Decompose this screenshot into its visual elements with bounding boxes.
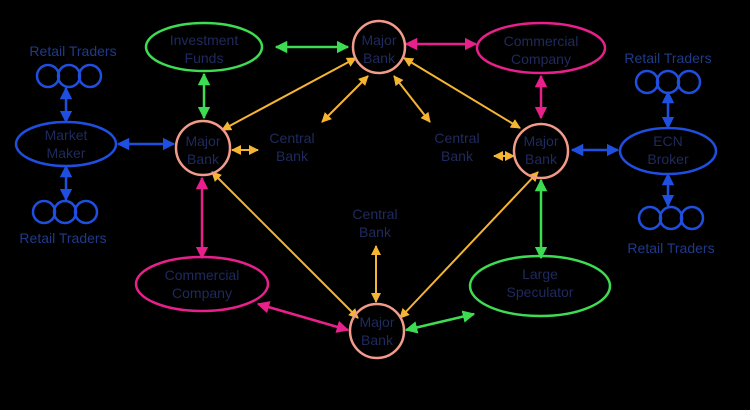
- retail-traders-bottom-left: Retail Traders: [19, 199, 107, 246]
- arrow-bank-left-to-bank-top: [221, 57, 357, 131]
- commercial-company-bottom-label-line1: Commercial: [165, 267, 240, 283]
- retail-trader-icon: [56, 63, 82, 89]
- retail-traders-bottom-left-label: Retail Traders: [19, 230, 106, 246]
- retail-trader-icon: [31, 199, 57, 225]
- major-bank-top-label-line2: Bank: [363, 50, 396, 66]
- major-bank-bottom-node: Major Bank: [348, 302, 406, 360]
- retail-trader-icon: [73, 199, 99, 225]
- retail-traders-top-left-label: Retail Traders: [29, 43, 116, 59]
- commercial-company-bottom-label-line2: Company: [172, 285, 232, 301]
- retail-trader-icon: [77, 63, 103, 89]
- investment-funds-label-line1: Investment: [170, 32, 239, 48]
- major-bank-left-label-line1: Major: [185, 133, 220, 149]
- major-bank-right-label-line2: Bank: [525, 151, 558, 167]
- arrow-bank-top-to-central-bank-left: [321, 75, 369, 123]
- major-bank-left-label-line2: Bank: [187, 151, 220, 167]
- commercial-company-top-node: Commercial Company: [475, 21, 607, 75]
- investment-funds-label-line2: Funds: [185, 50, 224, 66]
- large-speculator-node: Large Speculator: [468, 254, 612, 318]
- investment-funds-node: Investment Funds: [144, 21, 264, 73]
- central-bank-center: Central Bank: [352, 206, 397, 240]
- retail-trader-icon: [35, 63, 61, 89]
- arrow-commercial-company-bottom-to-bank-bottom: [256, 301, 350, 333]
- commercial-company-bottom-node: Commercial Company: [134, 255, 270, 313]
- retail-trader-icon: [634, 69, 660, 95]
- major-bank-right-label-line1: Major: [523, 133, 558, 149]
- major-bank-left-node: Major Bank: [174, 119, 232, 177]
- central-bank-right: Central Bank: [434, 130, 479, 164]
- retail-traders-bottom-right: Retail Traders: [627, 205, 715, 256]
- market-maker-node: Market Maker: [14, 120, 118, 168]
- commercial-company-top-label-line1: Commercial: [504, 33, 579, 49]
- retail-trader-icon: [52, 199, 78, 225]
- central-bank-left-line1: Central: [269, 130, 314, 146]
- central-bank-right-line1: Central: [434, 130, 479, 146]
- market-maker-label-line2: Maker: [47, 145, 86, 161]
- retail-trader-icon: [658, 205, 684, 231]
- major-bank-bottom-label-line1: Major: [359, 314, 394, 330]
- retail-trader-icon: [637, 205, 663, 231]
- ecn-broker-label-line1: ECN: [653, 133, 683, 149]
- ecn-broker-label-line2: Broker: [647, 151, 689, 167]
- major-bank-right-node: Major Bank: [512, 122, 570, 180]
- retail-traders-top-right-label: Retail Traders: [624, 50, 711, 66]
- central-bank-center-line1: Central: [352, 206, 397, 222]
- central-bank-right-line2: Bank: [441, 148, 474, 164]
- major-bank-top-label-line1: Major: [361, 32, 396, 48]
- major-bank-top-node: Major Bank: [351, 19, 407, 75]
- major-bank-bottom-label-line2: Bank: [361, 332, 394, 348]
- arrow-bank-top-to-bank-right: [403, 57, 521, 129]
- retail-traders-top-right: Retail Traders: [624, 50, 712, 95]
- retail-traders-bottom-right-label: Retail Traders: [627, 240, 714, 256]
- retail-trader-icon: [679, 205, 705, 231]
- large-speculator-label-line1: Large: [522, 266, 558, 282]
- arrow-bank-left-to-bank-bottom: [211, 171, 359, 319]
- central-bank-center-line2: Bank: [359, 224, 392, 240]
- large-speculator-label-line2: Speculator: [507, 284, 574, 300]
- connectors: [59, 37, 675, 334]
- retail-trader-icon: [676, 69, 702, 95]
- ecn-broker-node: ECN Broker: [618, 126, 718, 176]
- retail-trader-icon: [655, 69, 681, 95]
- central-bank-left-line2: Bank: [276, 148, 309, 164]
- arrow-bank-right-to-bank-bottom: [399, 171, 539, 319]
- commercial-company-top-label-line2: Company: [511, 51, 571, 67]
- arrow-bank-bottom-to-large-speculator: [404, 310, 476, 334]
- arrow-bank-top-to-central-bank-right: [393, 75, 431, 123]
- central-bank-left: Central Bank: [269, 130, 314, 164]
- retail-traders-top-left: Retail Traders: [29, 43, 117, 89]
- market-maker-label-line1: Market: [45, 127, 88, 143]
